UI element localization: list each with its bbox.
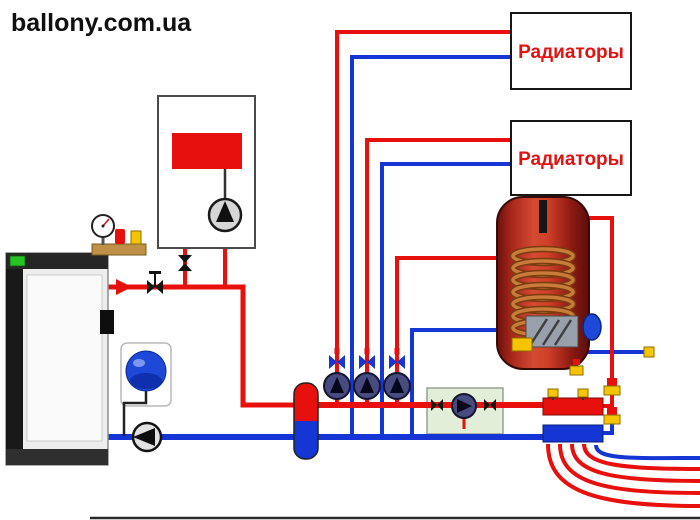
- tank-outlet-valve-icon: [569, 365, 584, 376]
- wall-boiler-burner: [172, 133, 242, 169]
- manifold-right-valve-bottom-icon: [603, 414, 621, 425]
- site-logo: ballony.com.ua: [11, 9, 192, 37]
- safety-valve-icon: [115, 229, 125, 244]
- floor-loop-1: [546, 443, 700, 508]
- boiler-side-panel: [6, 269, 23, 449]
- dhw-coil-return-pipe: [410, 328, 497, 437]
- radiator-box-2: Радиаторы: [510, 120, 632, 196]
- boiler-return-pump: [131, 421, 163, 453]
- supply-pipes: [100, 30, 700, 508]
- hydraulic-separator: [293, 382, 319, 460]
- tank-hot-out-pipe: [585, 216, 614, 398]
- boiler-top-panel: [6, 253, 108, 269]
- manifold-supply-bar: [542, 397, 604, 416]
- floor-boiler: [5, 252, 114, 466]
- dhw-tank: [496, 196, 602, 376]
- radiators1-supply-pipe: [335, 30, 512, 405]
- floor-loop-blue: [594, 444, 700, 461]
- manifold-right-valve-top-icon: [603, 385, 621, 396]
- circulation-pump-2: [353, 348, 381, 400]
- air-vent-icon: [130, 230, 142, 245]
- circulation-pump-3: [383, 348, 411, 400]
- floor-loop-2: [558, 443, 700, 495]
- radiator-box-1: Радиаторы: [510, 12, 632, 90]
- manifold-blue-elbow: [603, 424, 614, 435]
- circulation-pump-1: [323, 348, 351, 400]
- radiators2-return-pipe: [380, 162, 512, 437]
- tank-drain-valve-icon: [511, 337, 533, 352]
- boiler-safety-group: [91, 214, 147, 256]
- radiators-label-2: Радиаторы: [518, 149, 624, 170]
- floor-loop-4: [582, 443, 700, 471]
- floor-loop-3: [570, 443, 700, 483]
- dhw-supply-pipe: [395, 256, 497, 405]
- manifold-red-elbow: [603, 396, 614, 408]
- boiler-door: [26, 274, 103, 442]
- manifold-valve-2-icon: [577, 388, 589, 398]
- radiators1-return-pipe: [350, 55, 512, 437]
- radiators2-supply-pipe: [365, 138, 512, 405]
- manifold-return-bar: [542, 424, 604, 443]
- wall-boiler: [157, 95, 256, 249]
- cold-water-valve-icon: [643, 346, 655, 358]
- boiler-control-box: [100, 310, 114, 334]
- flow-direction-arrow-icon: [116, 279, 132, 295]
- expansion-tank: [120, 342, 172, 436]
- boiler-display: [9, 255, 26, 267]
- safety-group-manifold: [91, 243, 147, 256]
- tank-flange-icon: [582, 313, 602, 341]
- mixing-unit-internals: [431, 393, 496, 429]
- boiler-base: [6, 449, 108, 465]
- floor-heating-manifold: [542, 378, 621, 443]
- tank-top-pipe: [539, 200, 547, 233]
- manifold-valve-1-icon: [547, 388, 559, 398]
- boiler-supply-pipe: [100, 284, 300, 408]
- radiators-label-1: Радиаторы: [518, 42, 624, 63]
- return-pipes: [100, 55, 700, 461]
- wall-boiler-valve-icon: [178, 255, 192, 271]
- boiler-supply-valve-icon: [147, 271, 163, 294]
- wall-boiler-pump-icon: [207, 197, 243, 233]
